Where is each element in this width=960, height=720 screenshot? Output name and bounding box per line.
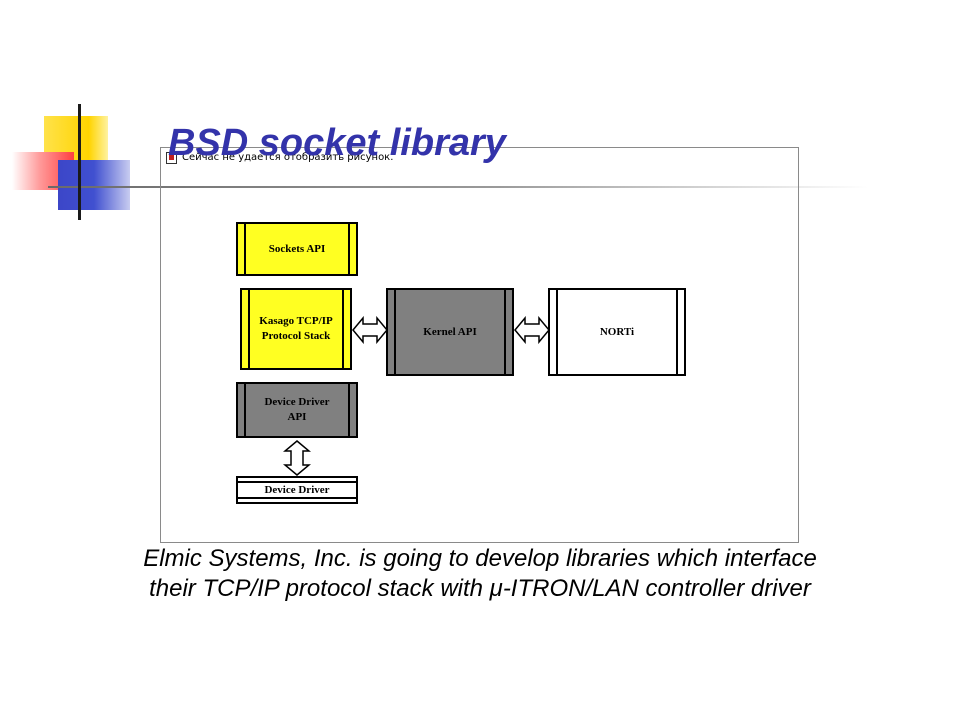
diagram-frame [160,147,799,543]
tcpip-stack-label: Kasago TCP/IP Protocol Stack [259,314,332,344]
norti-block: NORTi [548,288,686,376]
device-driver-top-bar [238,481,356,483]
kernel-api-label: Kernel API [423,325,477,338]
sockets-api-label: Sockets API [268,242,326,255]
decor-vertical-rule [78,104,81,220]
device-driver-api-block: Device Driver API [236,382,358,438]
decor-blue-square [58,160,130,210]
tcpip-stack-label-line2: Protocol Stack [261,330,331,342]
device-driver-block: Device Driver [236,476,358,504]
sockets-api-block: Sockets API [236,222,358,276]
device-driver-label: Device Driver [264,483,330,496]
slide-title: BSD socket library [168,122,506,164]
image-placeholder-text: Сейчас не удается отобразить рисунок. [182,152,394,163]
tcpip-stack-block: Kasago TCP/IP Protocol Stack [240,288,352,370]
broken-image-icon [166,152,177,164]
decor-horizontal-rule [48,186,868,188]
kernel-api-block: Kernel API [386,288,514,376]
slide-caption: Elmic Systems, Inc. is going to develop … [143,545,817,602]
device-driver-api-label-line1: Device Driver [264,396,330,408]
kernel-norti-double-arrow-icon [514,316,550,344]
stack-kernel-double-arrow-icon [352,316,388,344]
driver-api-double-arrow-icon [283,440,311,476]
tcpip-stack-label-line1: Kasago TCP/IP [259,315,333,327]
device-driver-api-label: Device Driver API [264,395,329,425]
device-driver-bottom-bar [238,497,356,499]
norti-label: NORTi [599,325,635,338]
device-driver-api-label-line2: API [287,411,307,423]
